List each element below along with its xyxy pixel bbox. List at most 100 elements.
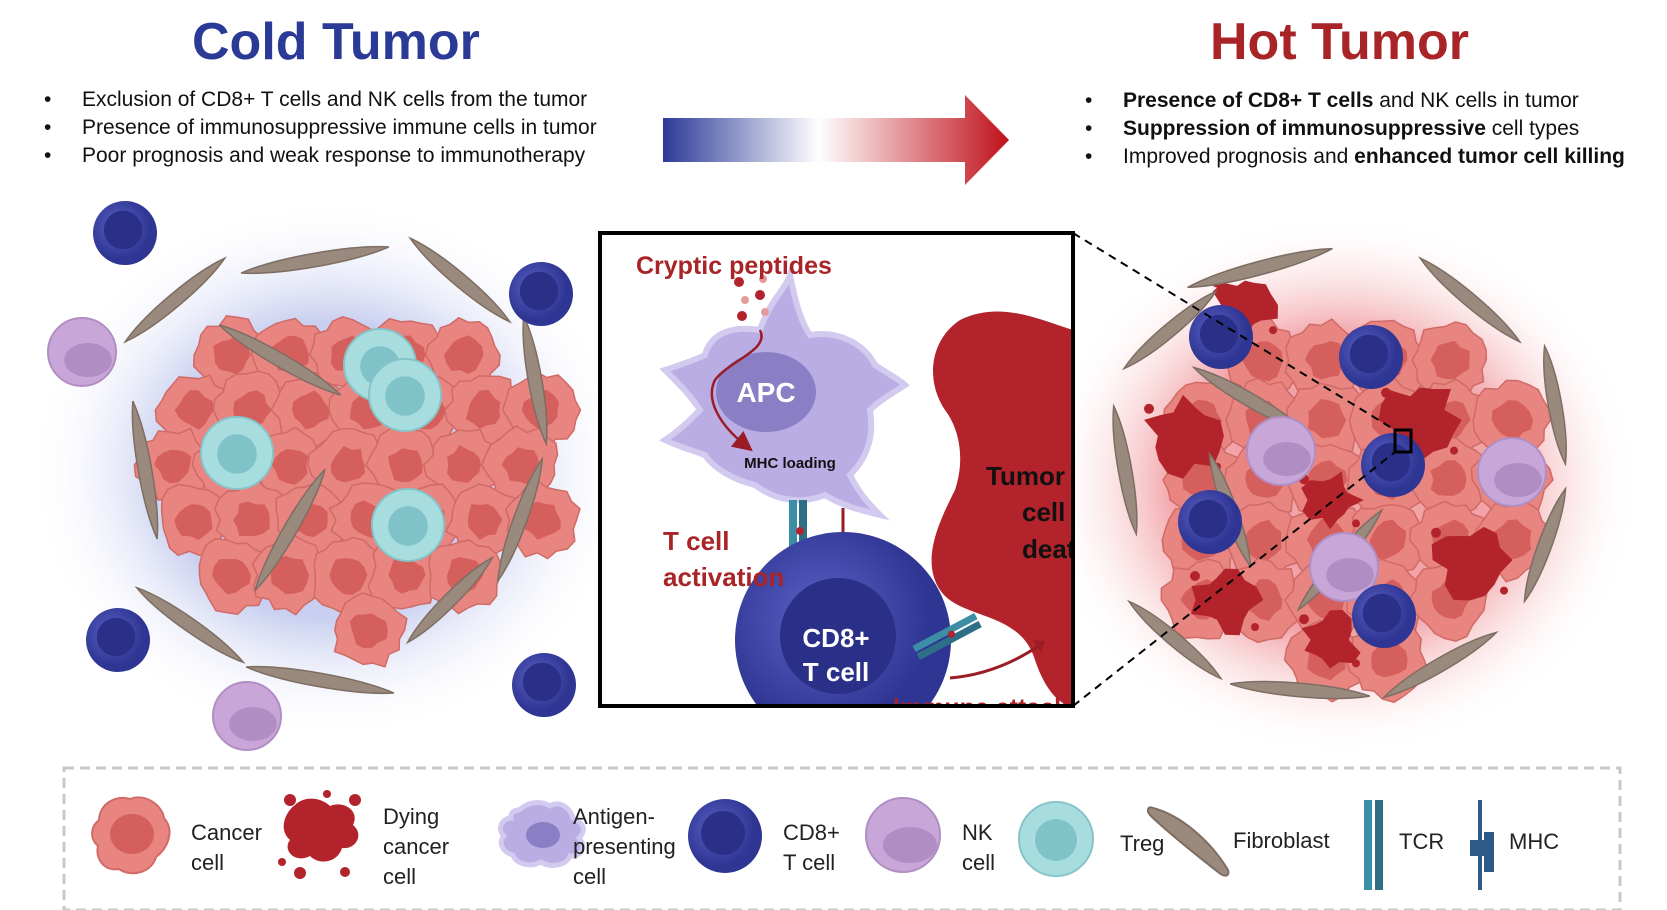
fibroblast	[240, 245, 390, 275]
treg-nucleus	[385, 376, 425, 416]
legend-dying-label: Dying cancer cell	[383, 802, 449, 892]
legend-cancer-line: cell	[191, 850, 225, 875]
peptide-path-arrow	[710, 329, 763, 452]
zoom-line	[1072, 451, 1396, 707]
immune-attack-label: Immune attack	[893, 694, 1068, 722]
dying-cell	[1301, 609, 1361, 669]
fibroblast	[134, 586, 246, 664]
cold-tumor-fibroblasts	[123, 236, 548, 695]
cancer-cell-nucleus	[174, 390, 214, 430]
fibroblast-body	[405, 555, 495, 645]
fibroblast-body	[1122, 289, 1218, 371]
cancer-cell-nucleus	[388, 448, 423, 483]
mechanism-inset: APC MHC loading CD8+ T cell	[598, 231, 1075, 722]
legend-dying-icon	[278, 790, 361, 879]
fibroblast-body	[1523, 486, 1567, 604]
cd8-nucleus	[1199, 314, 1239, 354]
tumor-death-line2: cell	[1022, 497, 1065, 527]
legend-apc-line: presenting	[573, 834, 676, 859]
zoom-line	[1072, 232, 1396, 431]
cancer-cell-nucleus	[1305, 341, 1346, 380]
inset-frame	[598, 231, 1075, 708]
cd8-nucleus	[522, 662, 562, 702]
fibroblast	[496, 456, 544, 584]
cd8-nucleus	[1371, 442, 1411, 482]
hot-bullet: Presence of CD8+ T cells and NK cells in…	[1085, 87, 1625, 115]
cancer-cell-nucleus	[447, 445, 481, 483]
zoom-marker	[1393, 428, 1413, 454]
cold-tumor	[30, 200, 630, 751]
t-cell-activation-line1: T cell	[663, 526, 729, 556]
fibroblast	[522, 313, 548, 447]
hot-bullet: Suppression of immunosuppressive cell ty…	[1085, 115, 1625, 143]
legend-fibroblast-label: Fibroblast	[1233, 828, 1330, 853]
transition-arrow	[663, 95, 1009, 185]
dying-fragment	[1352, 659, 1360, 668]
dying-fragment	[1251, 623, 1259, 631]
cancer-cell-nucleus	[1369, 519, 1407, 560]
fibroblast-body	[1187, 247, 1333, 289]
cancer-cell-nucleus	[212, 558, 251, 595]
fibroblast-body	[123, 256, 227, 344]
fibroblast-body	[1112, 403, 1138, 537]
cold-bullet: Presence of immunosuppressive immune cel…	[44, 114, 597, 142]
dying-cell	[1144, 394, 1224, 479]
legend-apc-line: cell	[573, 864, 607, 889]
dying-fragment	[1299, 614, 1309, 625]
tumor-death-line1: Tumor	[986, 461, 1065, 491]
peptide-dots	[734, 275, 769, 321]
legend-mhc-icon	[1470, 800, 1494, 890]
fibroblast	[1112, 403, 1138, 537]
fibroblast	[1230, 680, 1370, 700]
hot-tumor-dying-cells	[1144, 277, 1513, 669]
hot-bullet-list: Presence of CD8+ T cells and NK cells in…	[1085, 87, 1625, 171]
fibroblast-body	[1418, 256, 1522, 344]
cancer-cell-nucleus	[524, 501, 561, 540]
cd8-nucleus	[1188, 499, 1228, 539]
cold-tumor-nk-cells	[47, 317, 282, 751]
fibroblast-body	[245, 665, 395, 695]
cancer-cell-nucleus	[1244, 519, 1282, 561]
fibroblast-body	[522, 313, 548, 447]
fibroblast	[408, 236, 512, 324]
apc-nucleus	[716, 352, 816, 432]
tumor-cell-blob	[931, 311, 1073, 706]
cancer-cell-nucleus	[349, 613, 388, 649]
cancer-cell-nucleus	[174, 504, 213, 540]
fibroblast-body	[240, 245, 390, 275]
dying-cell	[1378, 387, 1462, 462]
cancer-cell-nucleus	[1242, 341, 1283, 382]
nk-nucleus	[1326, 558, 1374, 592]
cancer-cell-nucleus	[1307, 398, 1347, 439]
hot-tumor	[1040, 215, 1640, 755]
fibroblast-body	[1381, 631, 1499, 699]
hot-tumor-cd8-cells	[1178, 305, 1425, 648]
fibroblast	[1523, 486, 1567, 604]
fibroblast-body	[1230, 680, 1370, 700]
cd8-t-cell-nucleus	[780, 578, 896, 694]
mhc-loading-label: MHC loading	[744, 455, 836, 472]
legend-apc-line: Antigen-	[573, 804, 655, 829]
legend-apc-label: Antigen- presenting cell	[573, 802, 676, 892]
nk-nucleus	[64, 343, 112, 377]
fibroblast	[1543, 343, 1567, 467]
hot-bullet-bold: Suppression of immunosuppressive	[1123, 117, 1486, 140]
immune-attack-arrow	[949, 643, 1041, 680]
legend	[62, 766, 1622, 910]
legend-cd8-line: T cell	[783, 850, 836, 875]
cancer-cell-nucleus	[270, 555, 310, 595]
nk-nucleus	[1263, 442, 1311, 476]
fibroblast-body	[134, 586, 246, 664]
fibroblast-body	[1127, 599, 1223, 681]
dying-cell	[1190, 568, 1264, 636]
fibroblast	[1418, 256, 1522, 344]
dying-fragment	[1352, 519, 1360, 528]
hot-bullet-bold: enhanced tumor cell killing	[1354, 145, 1625, 168]
fibroblast	[218, 324, 342, 396]
legend-apc-icon	[498, 800, 586, 868]
fibroblast-body	[131, 400, 159, 540]
fibroblast	[1127, 599, 1223, 681]
legend-dying-line: cancer	[383, 834, 450, 859]
cd8-nucleus	[103, 210, 143, 250]
